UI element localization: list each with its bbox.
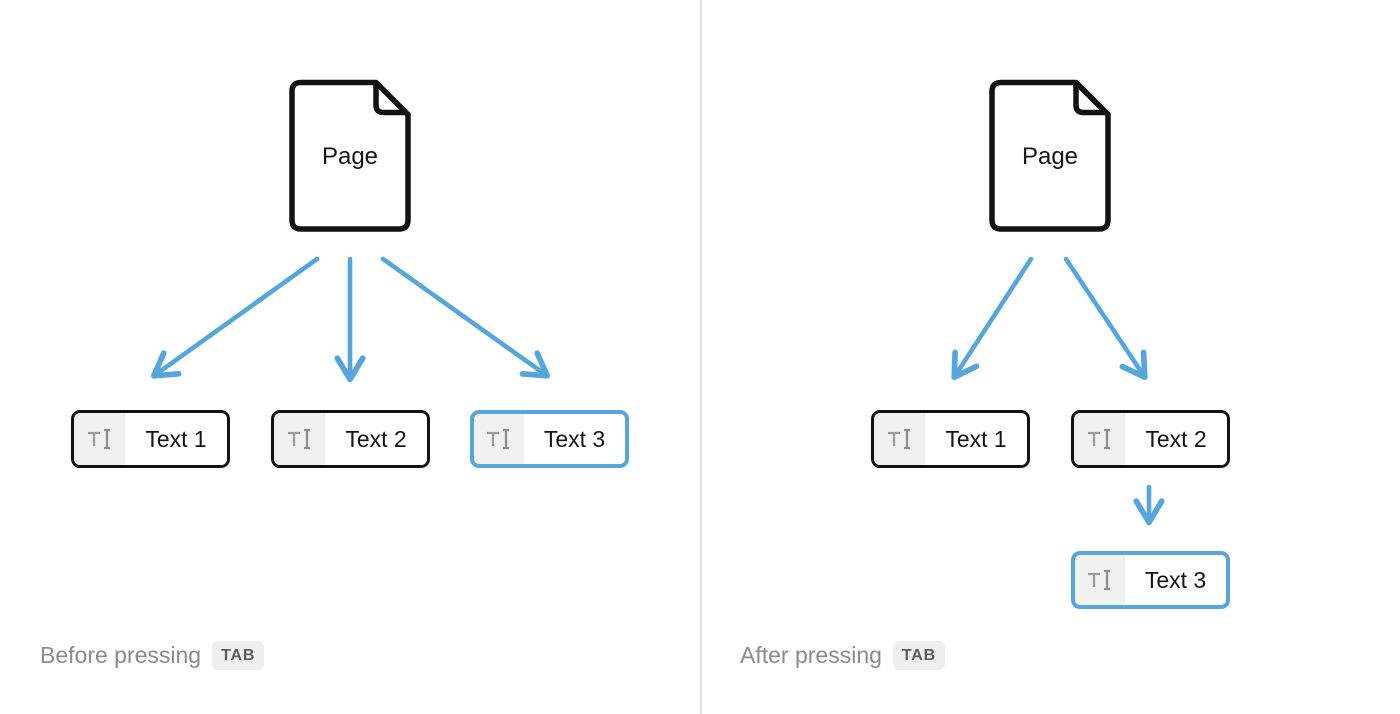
page-outline [289, 79, 411, 232]
page-icon-label: Page [1022, 143, 1078, 170]
page-icon: Page [989, 79, 1111, 232]
text-block-label: Text 2 [1125, 413, 1227, 465]
tab-key-badge: TAB [892, 641, 946, 670]
caption-before: Before pressing TAB [40, 641, 265, 670]
page-fold-corner [373, 81, 407, 116]
text-block-label: Text 1 [925, 413, 1027, 465]
text-cursor-icon [87, 428, 110, 450]
text-block-label: Text 3 [524, 414, 625, 464]
text-block-label: Text 2 [325, 413, 427, 465]
page-outline [989, 79, 1111, 232]
tab-key-badge: TAB [212, 641, 265, 670]
page-fold-corner [1073, 81, 1107, 116]
page-icon-label: Page [322, 143, 378, 170]
arrow-page-to-text1-after [951, 256, 1034, 381]
text-block-type-cell [474, 414, 524, 464]
text-block-type-cell [1074, 413, 1125, 465]
arrow-page-to-text1-before [151, 256, 320, 379]
text-cursor-icon [287, 428, 310, 450]
page-icon: Page [289, 79, 411, 232]
text-block-1-before: Text 1 [71, 410, 230, 468]
text-cursor-icon [1088, 569, 1110, 591]
text-block-type-cell [874, 413, 925, 465]
text-block-label: Text 3 [1125, 555, 1226, 605]
panel-divider [700, 0, 702, 714]
text-block-1-after: Text 1 [871, 410, 1030, 468]
arrow-page-to-text2-after [1063, 256, 1148, 381]
text-block-3-before-selected: Text 3 [470, 410, 629, 468]
caption-after: After pressing TAB [740, 641, 946, 670]
text-block-type-cell [1075, 555, 1125, 605]
text-cursor-icon [487, 428, 509, 450]
text-block-2-after: Text 2 [1071, 410, 1230, 468]
caption-text: After pressing [740, 642, 882, 668]
text-cursor-icon [887, 428, 910, 450]
text-block-type-cell [74, 413, 125, 465]
text-block-2-before: Text 2 [271, 410, 430, 468]
text-cursor-icon [1087, 428, 1110, 450]
caption-text: Before pressing [40, 642, 202, 668]
arrow-page-to-text3-before [380, 256, 550, 379]
text-block-type-cell [274, 413, 325, 465]
text-block-3-after-selected: Text 3 [1071, 551, 1230, 609]
text-block-label: Text 1 [125, 413, 227, 465]
